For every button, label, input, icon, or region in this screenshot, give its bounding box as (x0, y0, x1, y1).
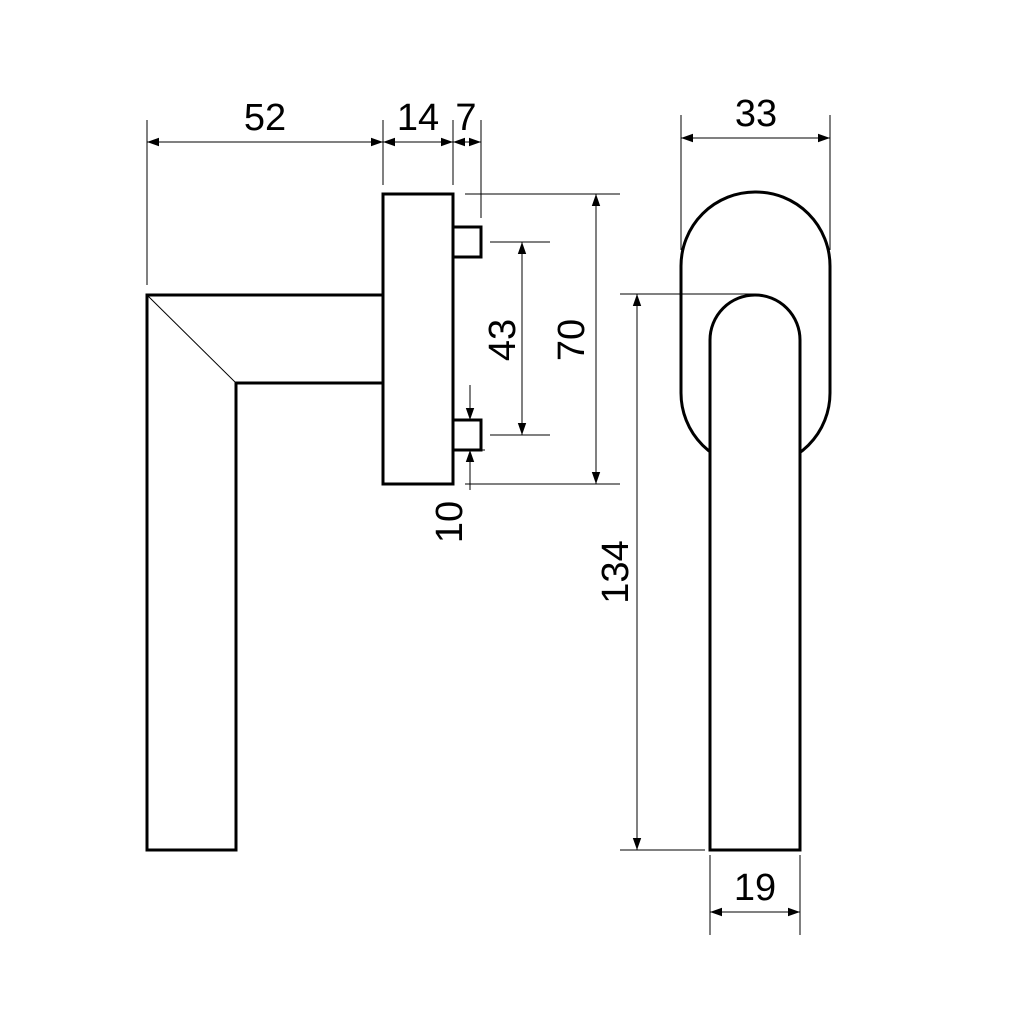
side-view (145, 192, 483, 852)
front-view (679, 190, 832, 852)
side-rose-plate (381, 192, 455, 486)
front-lever-shape (708, 293, 802, 852)
dimension-labels: 52 14 7 33 43 70 10 134 19 (244, 93, 777, 909)
dim-43-label: 43 (482, 319, 524, 361)
dim-33-label: 33 (735, 93, 777, 135)
dim-7-label: 7 (455, 97, 476, 139)
dim-19-label: 19 (734, 867, 776, 909)
side-lever-shape (145, 293, 385, 852)
dim-134-label: 134 (595, 540, 637, 603)
dim-70-label: 70 (551, 319, 593, 361)
side-upper-pin (451, 225, 483, 259)
dim-10-label: 10 (429, 501, 471, 543)
side-lower-pin (451, 418, 483, 452)
side-lever-bevel-line (146, 294, 237, 384)
dimension-lines (146, 115, 831, 935)
dim-14-label: 14 (397, 97, 439, 139)
dim-52-label: 52 (244, 97, 286, 139)
